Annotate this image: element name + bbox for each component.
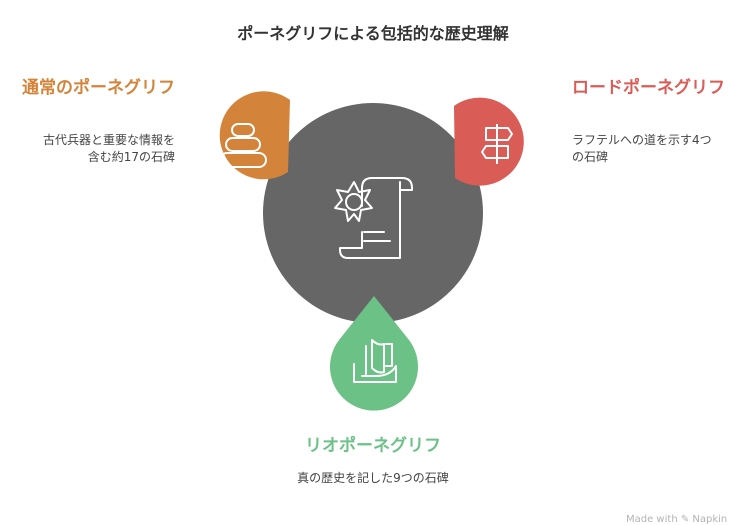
node-rio-description: 真の歴史を記した9つの石碑	[297, 471, 449, 485]
node-ordinary-heading: 通常のポーネグリフ	[22, 78, 175, 98]
history-book-icon	[353, 339, 397, 383]
node-ordinary-shape	[219, 91, 290, 180]
signpost-icon	[481, 124, 513, 164]
napkin-watermark: Made with ✎ Napkin	[626, 514, 728, 525]
diagram-title: ポーネグリフによる包括的な歴史理解	[237, 24, 509, 43]
node-road-description: ラフテルへの道を示す4つの石碑	[572, 133, 712, 164]
node-road-shape	[454, 97, 524, 186]
node-road-heading: ロードポーネグリフ	[572, 78, 725, 98]
scroll-with-gear-icon	[334, 177, 413, 259]
node-ordinary-description: 古代兵器と重要な情報を含む約17の石碑	[42, 133, 175, 164]
node-rio-heading: リオポーネグリフ	[305, 436, 441, 456]
center-circle	[263, 103, 483, 323]
stacked-stones-icon	[219, 123, 267, 168]
